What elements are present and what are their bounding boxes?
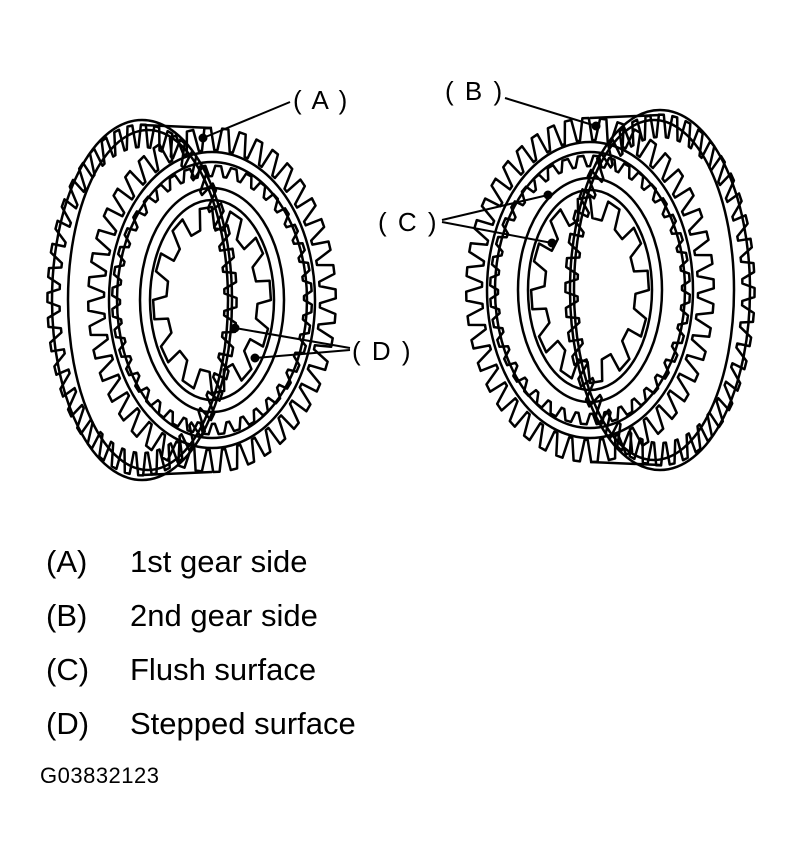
legend-key: (D) bbox=[46, 706, 90, 741]
legend-text: Stepped surface bbox=[130, 706, 356, 741]
legend-text: 1st gear side bbox=[130, 544, 308, 579]
synchronizer-sleeve-illustration: ( A ) ( B ) ( C ) ( D ) bbox=[46, 76, 756, 482]
legend-key: (B) bbox=[46, 598, 88, 633]
callout-d: ( D ) bbox=[352, 336, 413, 366]
callout-c: ( C ) bbox=[378, 207, 439, 237]
callout-b: ( B ) bbox=[445, 76, 504, 106]
figure-id: G03832123 bbox=[40, 763, 160, 788]
sleeve-right-2nd-gear-side bbox=[464, 108, 756, 472]
legend-item-c: (C) Flush surface bbox=[46, 643, 356, 697]
legend-text: 2nd gear side bbox=[130, 598, 318, 633]
leader-lines bbox=[198, 97, 601, 363]
legend-item-d: (D) Stepped surface bbox=[46, 697, 356, 751]
sleeve-left-1st-gear-side bbox=[46, 118, 338, 482]
legend-item-a: (A) 1st gear side bbox=[46, 535, 356, 589]
legend-key: (A) bbox=[46, 544, 88, 579]
legend-text: Flush surface bbox=[130, 652, 317, 687]
legend: (A) 1st gear side (B) 2nd gear side (C) … bbox=[46, 535, 356, 751]
callout-a: ( A ) bbox=[293, 85, 349, 115]
legend-item-b: (B) 2nd gear side bbox=[46, 589, 356, 643]
legend-key: (C) bbox=[46, 652, 90, 687]
